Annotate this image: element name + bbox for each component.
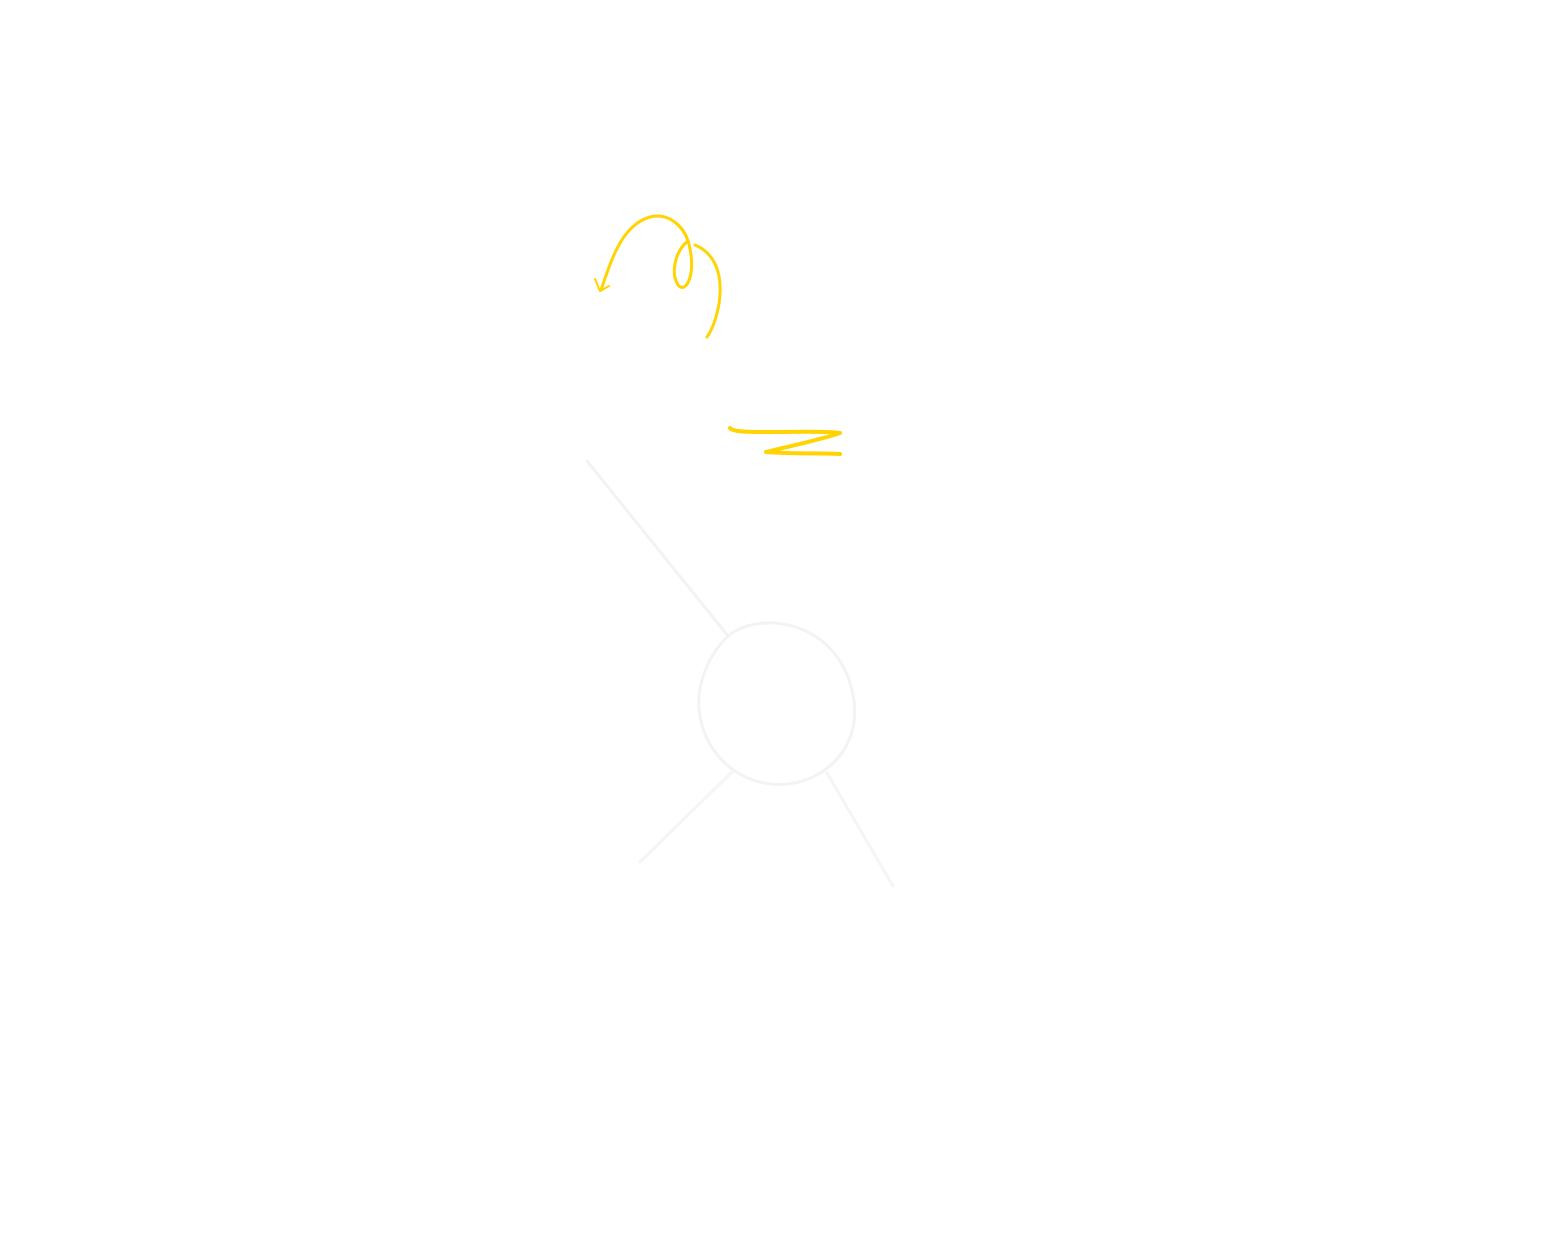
node-circle: [697, 621, 857, 786]
edge-upper-left: [585, 459, 730, 638]
z-stroke: [728, 426, 842, 456]
curl-arc: [599, 214, 690, 292]
curl-tail: [693, 243, 722, 339]
arrowhead-icon: [594, 278, 610, 292]
faint-graph: [585, 459, 895, 888]
edge-lower-right: [825, 771, 895, 888]
curl-loop: [672, 239, 694, 289]
z-scribble-annotation: [728, 426, 842, 456]
edge-lower-left: [638, 768, 736, 864]
curly-scribble-annotation: [594, 214, 722, 339]
